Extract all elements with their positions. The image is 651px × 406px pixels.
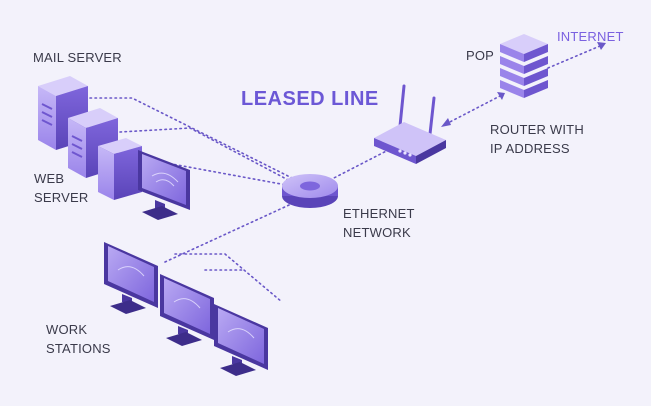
- server-tower-icon: [98, 138, 142, 200]
- pop-server-icon: [500, 34, 548, 98]
- ethernet-label-line1: ETHERNET: [343, 206, 415, 221]
- pop-arrow-icon: [497, 92, 505, 100]
- internet-label: INTERNET: [557, 29, 624, 44]
- pop-server-layers: [500, 34, 548, 98]
- ethernet-label-line2: NETWORK: [343, 225, 411, 240]
- arrowheads: [441, 42, 606, 127]
- router-icon: [374, 84, 446, 164]
- pop-label: POP: [466, 48, 495, 63]
- web-server-2-link: [149, 159, 293, 187]
- mail-server-label: MAIL SERVER: [33, 50, 122, 65]
- internet-arrow-icon: [597, 42, 606, 50]
- web-server-label-line1: WEB: [34, 171, 65, 186]
- diagram-title: LEASED LINE: [241, 88, 379, 110]
- web-server-label-line2: SERVER: [34, 190, 89, 205]
- workstation-2-icon: [160, 274, 214, 346]
- web-server-link: [119, 127, 293, 183]
- ethernet-hub-icon: [282, 174, 338, 208]
- workstation-3-icon: [214, 304, 268, 376]
- router-arrow-icon: [441, 118, 451, 127]
- workstations-label-line2: STATIONS: [46, 341, 111, 356]
- router-pop-link: [445, 95, 501, 125]
- workstation-link: [164, 199, 301, 263]
- router-label-line1: ROUTER WITH: [490, 122, 584, 137]
- mail-server-link: [79, 97, 293, 179]
- pop-internet-link: [547, 45, 601, 69]
- server-monitor-icon: [138, 150, 190, 220]
- workstation-1-icon: [104, 242, 158, 314]
- workstation-bus-1: [174, 253, 283, 303]
- workstations-label-line1: WORK: [46, 322, 88, 337]
- router-label-line2: IP ADDRESS: [490, 141, 570, 156]
- connection-lines: [79, 45, 601, 303]
